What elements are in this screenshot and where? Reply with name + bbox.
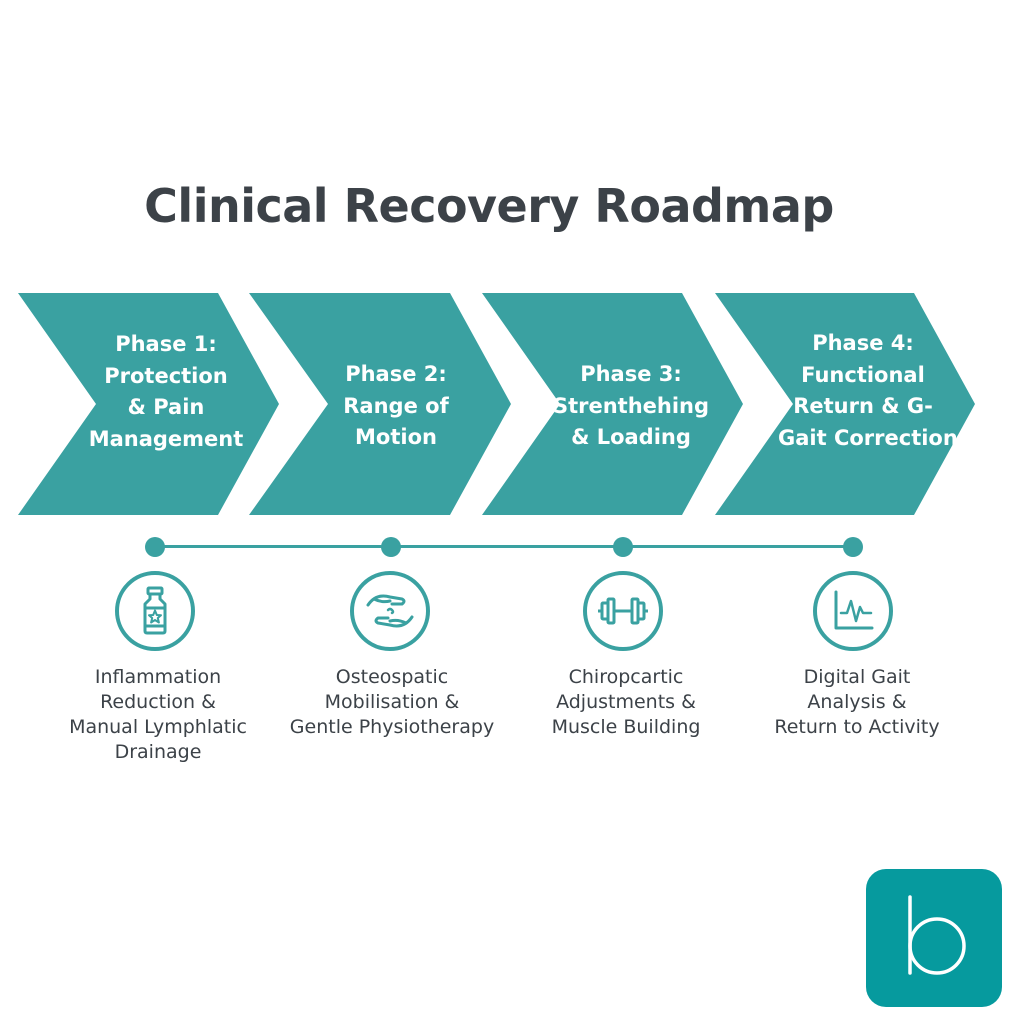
phase-1-icon-ring	[115, 571, 195, 651]
phase-1-label: Phase 1: Protection & Pain Management	[81, 329, 251, 455]
timeline-line	[155, 545, 853, 548]
phase-2-label-line: Motion	[355, 425, 437, 449]
phase-2-label-line: Range of	[343, 393, 449, 418]
phase-2-label-line: Phase 2:	[345, 362, 447, 386]
page-title: Clinical Recovery Roadmap	[144, 179, 834, 233]
phase-2-description: Osteospatic Mobilisation & Gentle Physio…	[282, 665, 502, 740]
phase-1-label-line: & Pain	[127, 395, 205, 419]
phase-3-chevron[interactable]	[482, 293, 743, 515]
timeline-dot-phase-3	[613, 537, 633, 557]
gait-chart-icon	[834, 590, 874, 630]
description-line: Return to Activity	[774, 716, 940, 738]
phase-2-chevron[interactable]	[249, 293, 511, 515]
phase-4-label-line: Phase 4:	[812, 331, 914, 355]
phase-4-icon-ring	[813, 571, 893, 651]
timeline-dot-phase-4	[843, 537, 863, 557]
description-line: Analysis &	[807, 691, 907, 713]
description-line: Drainage	[114, 741, 202, 763]
phase-4-label-line: Functional	[801, 362, 925, 387]
phase-3-description: Chiropcartic Adjustments & Muscle Buildi…	[516, 665, 736, 740]
phase-3-icon-ring	[583, 571, 663, 651]
phase-1-chevron[interactable]	[18, 293, 279, 515]
medicine-bottle-icon	[143, 586, 167, 635]
letter-b-logo-icon	[908, 895, 966, 975]
timeline-dot-phase-1	[145, 537, 165, 557]
dumbbell-icon	[598, 597, 648, 625]
phase-3-label-line: Phase 3:	[580, 362, 682, 386]
timeline-dot-phase-2	[381, 537, 401, 557]
phase-1-label-line: Protection	[104, 363, 228, 388]
phase-3-label: Phase 3: Strenthehing & Loading	[546, 359, 716, 454]
description-line: Muscle Building	[551, 716, 701, 738]
description-line: Reduction &	[100, 691, 216, 713]
phase-2-label: Phase 2: Range of Motion	[311, 359, 481, 454]
description-line: Osteospatic	[335, 666, 449, 688]
description-line: Adjustments &	[556, 691, 696, 713]
brand-logo[interactable]	[866, 869, 1002, 1007]
phase-4-label: Phase 4: Functional Return & G- Gait Cor…	[778, 328, 958, 454]
phase-4-label-line: Return & G-	[793, 394, 933, 418]
phase-4-description: Digital Gait Analysis & Return to Activi…	[747, 665, 967, 740]
description-line: Chiropcartic	[568, 666, 684, 688]
phase-4-label-line: Gait Correction	[778, 425, 958, 450]
description-line: Digital Gait	[803, 666, 911, 688]
phase-1-label-line: Management	[88, 426, 244, 451]
phase-3-label-line: & Loading	[571, 425, 691, 449]
description-line: Manual Lymphlatic	[69, 716, 247, 738]
description-line: Inflammation	[94, 666, 222, 688]
phase-4-chevron[interactable]	[715, 293, 975, 515]
phase-3-label-line: Strenthehing	[552, 393, 710, 418]
phase-1-label-line: Phase 1:	[115, 332, 217, 356]
description-line: Mobilisation &	[324, 691, 460, 713]
description-line: Gentle Physiotherapy	[289, 716, 495, 738]
phase-1-description: Inflammation Reduction & Manual Lymphlat…	[48, 665, 268, 765]
caring-hands-icon	[366, 594, 414, 628]
phase-2-icon-ring	[350, 571, 430, 651]
